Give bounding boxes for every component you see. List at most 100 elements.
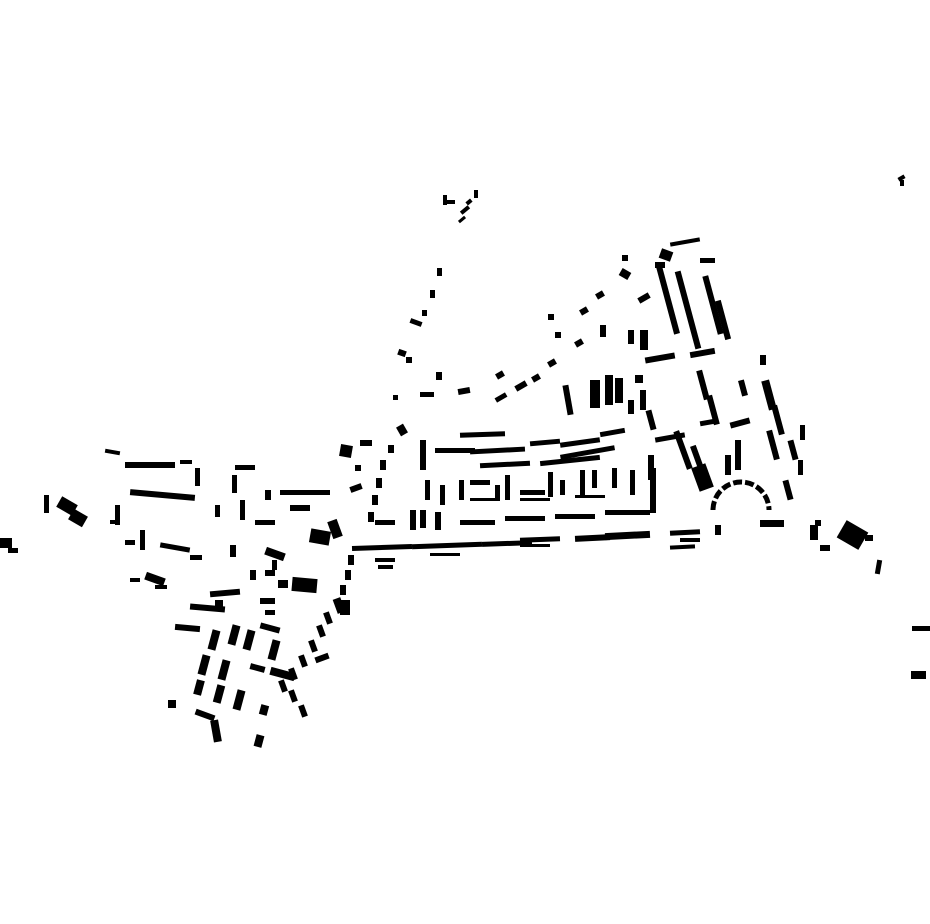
building-footprint: [761, 379, 777, 411]
building-footprint: [0, 538, 12, 548]
building-footprint: [555, 332, 561, 338]
building-footprint: [590, 380, 600, 408]
building-footprint: [605, 510, 650, 515]
building-footprint: [345, 570, 351, 580]
building-footprint: [618, 268, 632, 280]
building-footprint: [470, 498, 500, 501]
building-footprint: [699, 418, 716, 427]
building-footprint: [288, 689, 298, 703]
building-footprint: [340, 600, 350, 615]
building-footprint: [242, 629, 256, 651]
building-footprint: [314, 652, 330, 664]
building-footprint: [197, 654, 211, 676]
building-footprint: [782, 479, 794, 501]
building-footprint: [8, 548, 18, 553]
building-footprint: [574, 534, 611, 542]
building-footprint: [911, 671, 926, 679]
building-footprint: [648, 455, 654, 480]
building-footprint: [265, 610, 275, 615]
building-footprint: [397, 348, 407, 358]
building-footprint: [327, 518, 343, 540]
building-footprint: [702, 275, 724, 335]
building-footprint: [766, 429, 780, 461]
building-footprint: [560, 480, 565, 495]
building-footprint: [459, 480, 464, 500]
building-footprint: [595, 290, 605, 300]
building-footprint: [725, 455, 731, 475]
building-footprint: [479, 460, 531, 469]
building-footprint: [495, 485, 500, 500]
building-footprint: [443, 195, 447, 205]
building-footprint: [155, 585, 167, 589]
building-footprint: [520, 544, 550, 547]
building-footprint: [810, 525, 818, 540]
building-footprint: [815, 520, 821, 526]
building-footprint: [264, 546, 286, 562]
building-footprint: [255, 520, 275, 525]
building-footprint: [168, 700, 176, 708]
building-footprint: [440, 485, 445, 505]
building-footprint: [465, 198, 473, 206]
building-footprint: [159, 542, 191, 553]
building-footprint: [656, 265, 680, 335]
building-footprint: [378, 565, 393, 569]
building-footprint: [519, 536, 561, 543]
building-footprint: [622, 255, 628, 261]
building-footprint: [194, 708, 216, 722]
building-footprint: [56, 496, 78, 516]
building-footprint: [265, 490, 271, 500]
building-footprint: [420, 440, 426, 470]
building-footprint: [771, 404, 785, 436]
building-footprint: [547, 358, 557, 368]
building-footprint: [760, 520, 784, 527]
building-footprint: [269, 666, 296, 682]
building-footprint: [174, 623, 201, 633]
building-footprint: [520, 490, 545, 495]
building-footprint: [44, 495, 49, 513]
building-footprint: [388, 445, 394, 453]
building-footprint: [140, 530, 145, 550]
building-footprint: [437, 268, 442, 276]
building-footprint: [494, 392, 508, 403]
building-footprint: [308, 639, 318, 653]
building-footprint: [650, 468, 656, 513]
building-footprint: [340, 585, 346, 595]
building-footprint: [129, 489, 196, 501]
building-footprint: [253, 734, 265, 748]
building-footprint: [559, 437, 601, 448]
building-footprint: [249, 663, 266, 673]
building-footprint: [580, 470, 585, 495]
building-footprint: [760, 355, 766, 365]
building-footprint: [212, 684, 226, 704]
building-footprint: [235, 465, 255, 470]
building-footprint: [227, 624, 241, 646]
building-footprint: [674, 270, 702, 350]
building-footprint: [209, 588, 241, 598]
building-footprint: [798, 460, 803, 475]
building-footprint: [447, 200, 455, 204]
building-footprint: [430, 290, 435, 298]
building-footprint: [339, 444, 353, 458]
building-footprint: [696, 369, 710, 401]
building-footprint: [349, 483, 363, 493]
building-footprint: [729, 417, 751, 429]
building-footprint: [900, 180, 904, 186]
building-footprint: [612, 468, 617, 488]
building-footprint: [232, 475, 237, 493]
building-footprint: [644, 352, 676, 364]
building-footprint: [375, 558, 395, 562]
building-footprint: [559, 445, 616, 460]
building-footprint: [355, 465, 361, 471]
building-footprint: [836, 520, 869, 550]
building-footprint: [820, 545, 830, 551]
building-footprint: [599, 427, 626, 438]
building-footprint: [406, 357, 412, 363]
building-footprint: [715, 525, 721, 535]
building-footprint: [258, 704, 270, 716]
building-footprint: [669, 544, 696, 550]
building-footprint: [215, 600, 223, 608]
building-footprint: [323, 611, 333, 625]
building-footprint: [897, 174, 906, 182]
building-footprint: [130, 578, 140, 582]
building-footprint: [738, 379, 748, 397]
